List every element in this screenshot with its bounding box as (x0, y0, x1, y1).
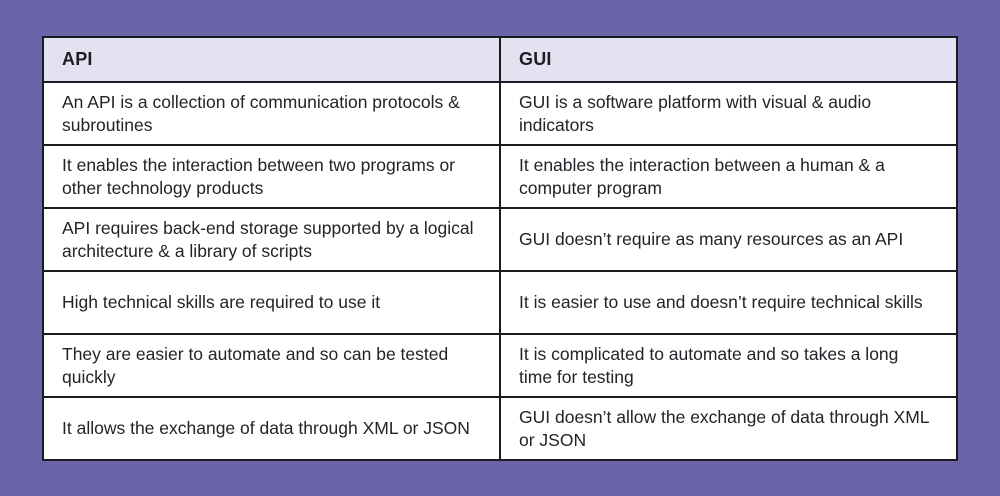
api-cell: They are easier to automate and so can b… (42, 333, 501, 398)
gui-cell: It is easier to use and doesn’t require … (499, 270, 958, 335)
api-vs-gui-table: API GUI An API is a collection of commun… (42, 36, 958, 461)
api-cell: It allows the exchange of data through X… (42, 396, 501, 461)
api-cell: API requires back-end storage supported … (42, 207, 501, 272)
api-cell: It enables the interaction between two p… (42, 144, 501, 209)
table-body: An API is a collection of communication … (42, 81, 958, 461)
api-cell: High technical skills are required to us… (42, 270, 501, 335)
table-row: An API is a collection of communication … (42, 81, 958, 146)
gui-cell: GUI is a software platform with visual &… (499, 81, 958, 146)
table-row: It enables the interaction between two p… (42, 144, 958, 209)
table-row: High technical skills are required to us… (42, 270, 958, 335)
table-row: They are easier to automate and so can b… (42, 333, 958, 398)
table-header: API GUI (42, 36, 958, 83)
header-row: API GUI (42, 36, 958, 83)
gui-cell: GUI doesn’t allow the exchange of data t… (499, 396, 958, 461)
column-header-gui: GUI (499, 36, 958, 83)
comparison-table-container: API GUI An API is a collection of commun… (42, 36, 958, 461)
table-row: It allows the exchange of data through X… (42, 396, 958, 461)
gui-cell: It is complicated to automate and so tak… (499, 333, 958, 398)
gui-cell: It enables the interaction between a hum… (499, 144, 958, 209)
column-header-api: API (42, 36, 501, 83)
gui-cell: GUI doesn’t require as many resources as… (499, 207, 958, 272)
api-cell: An API is a collection of communication … (42, 81, 501, 146)
table-row: API requires back-end storage supported … (42, 207, 958, 272)
